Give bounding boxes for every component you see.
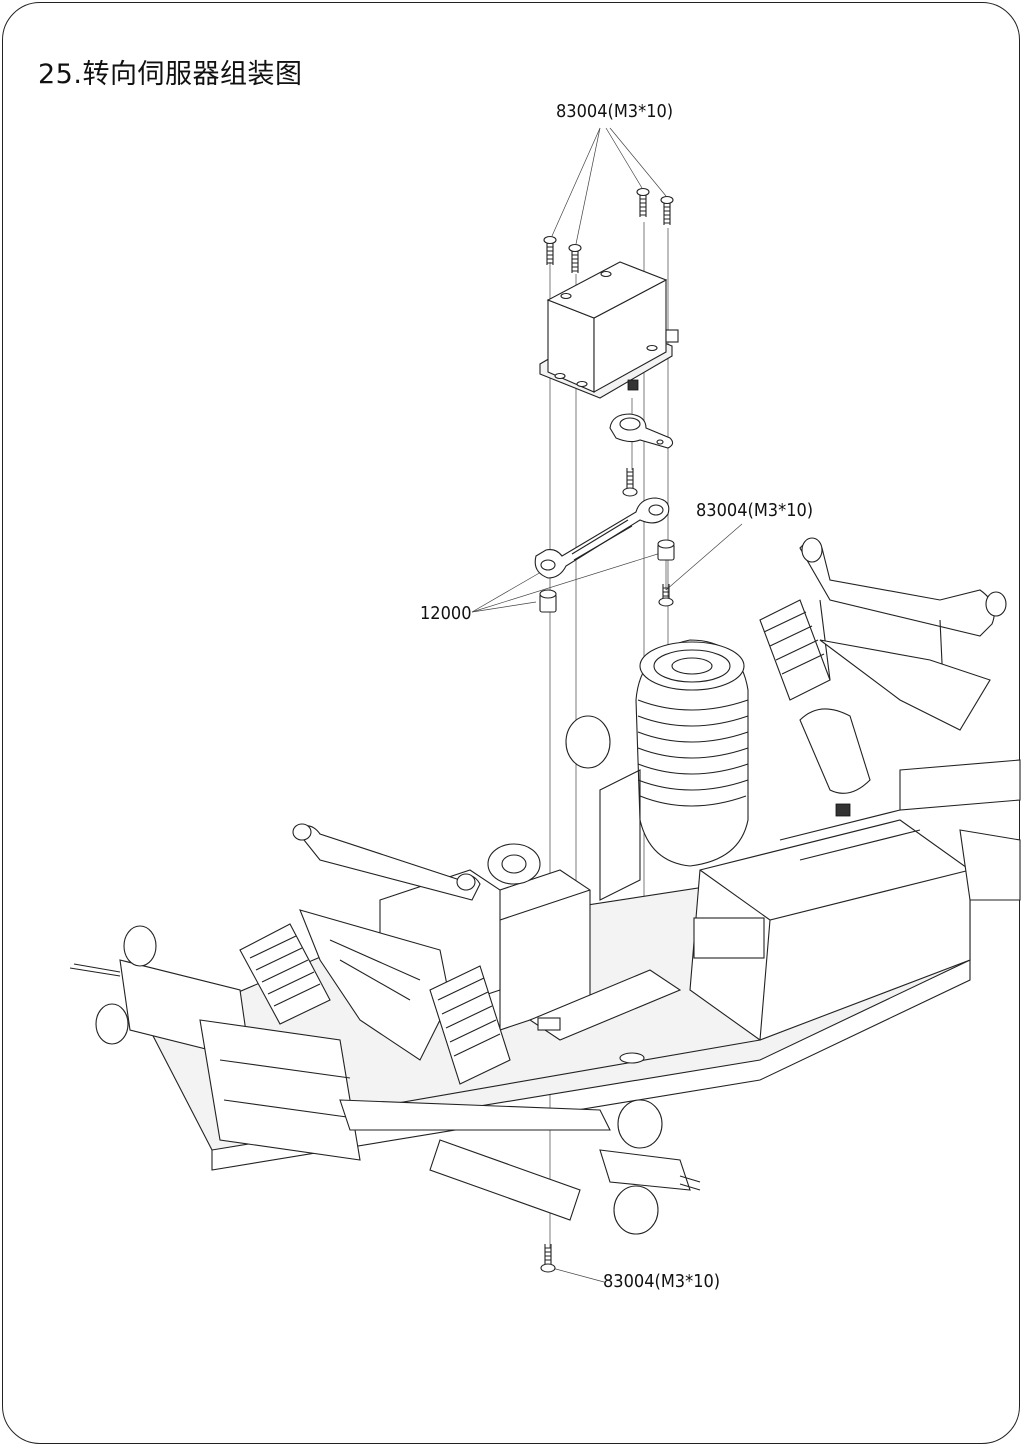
front-assembly	[69, 925, 701, 1235]
page-title: 25.转向伺服器组装图	[38, 59, 303, 90]
ball-ends	[539, 539, 675, 613]
servo	[539, 261, 679, 399]
bottom-screw	[540, 1244, 556, 1273]
mid-screw	[658, 584, 674, 607]
callout-screw-mid: 83004(M3*10)	[696, 500, 814, 521]
horn-screw	[622, 468, 638, 497]
callout-screw-bottom: 83004(M3*10)	[603, 1271, 721, 1292]
servo-horn	[609, 413, 674, 449]
leader-lines	[471, 127, 743, 1283]
engine	[565, 639, 749, 901]
callout-screw-top: 83004(M3*10)	[556, 101, 674, 122]
rear-assembly	[759, 537, 1021, 901]
front-left-shock	[239, 923, 511, 1085]
servo-screws-top	[543, 187, 674, 273]
callout-ball-end: 12000	[420, 603, 472, 624]
chassis	[69, 537, 1021, 1235]
steering-rod	[534, 497, 670, 579]
